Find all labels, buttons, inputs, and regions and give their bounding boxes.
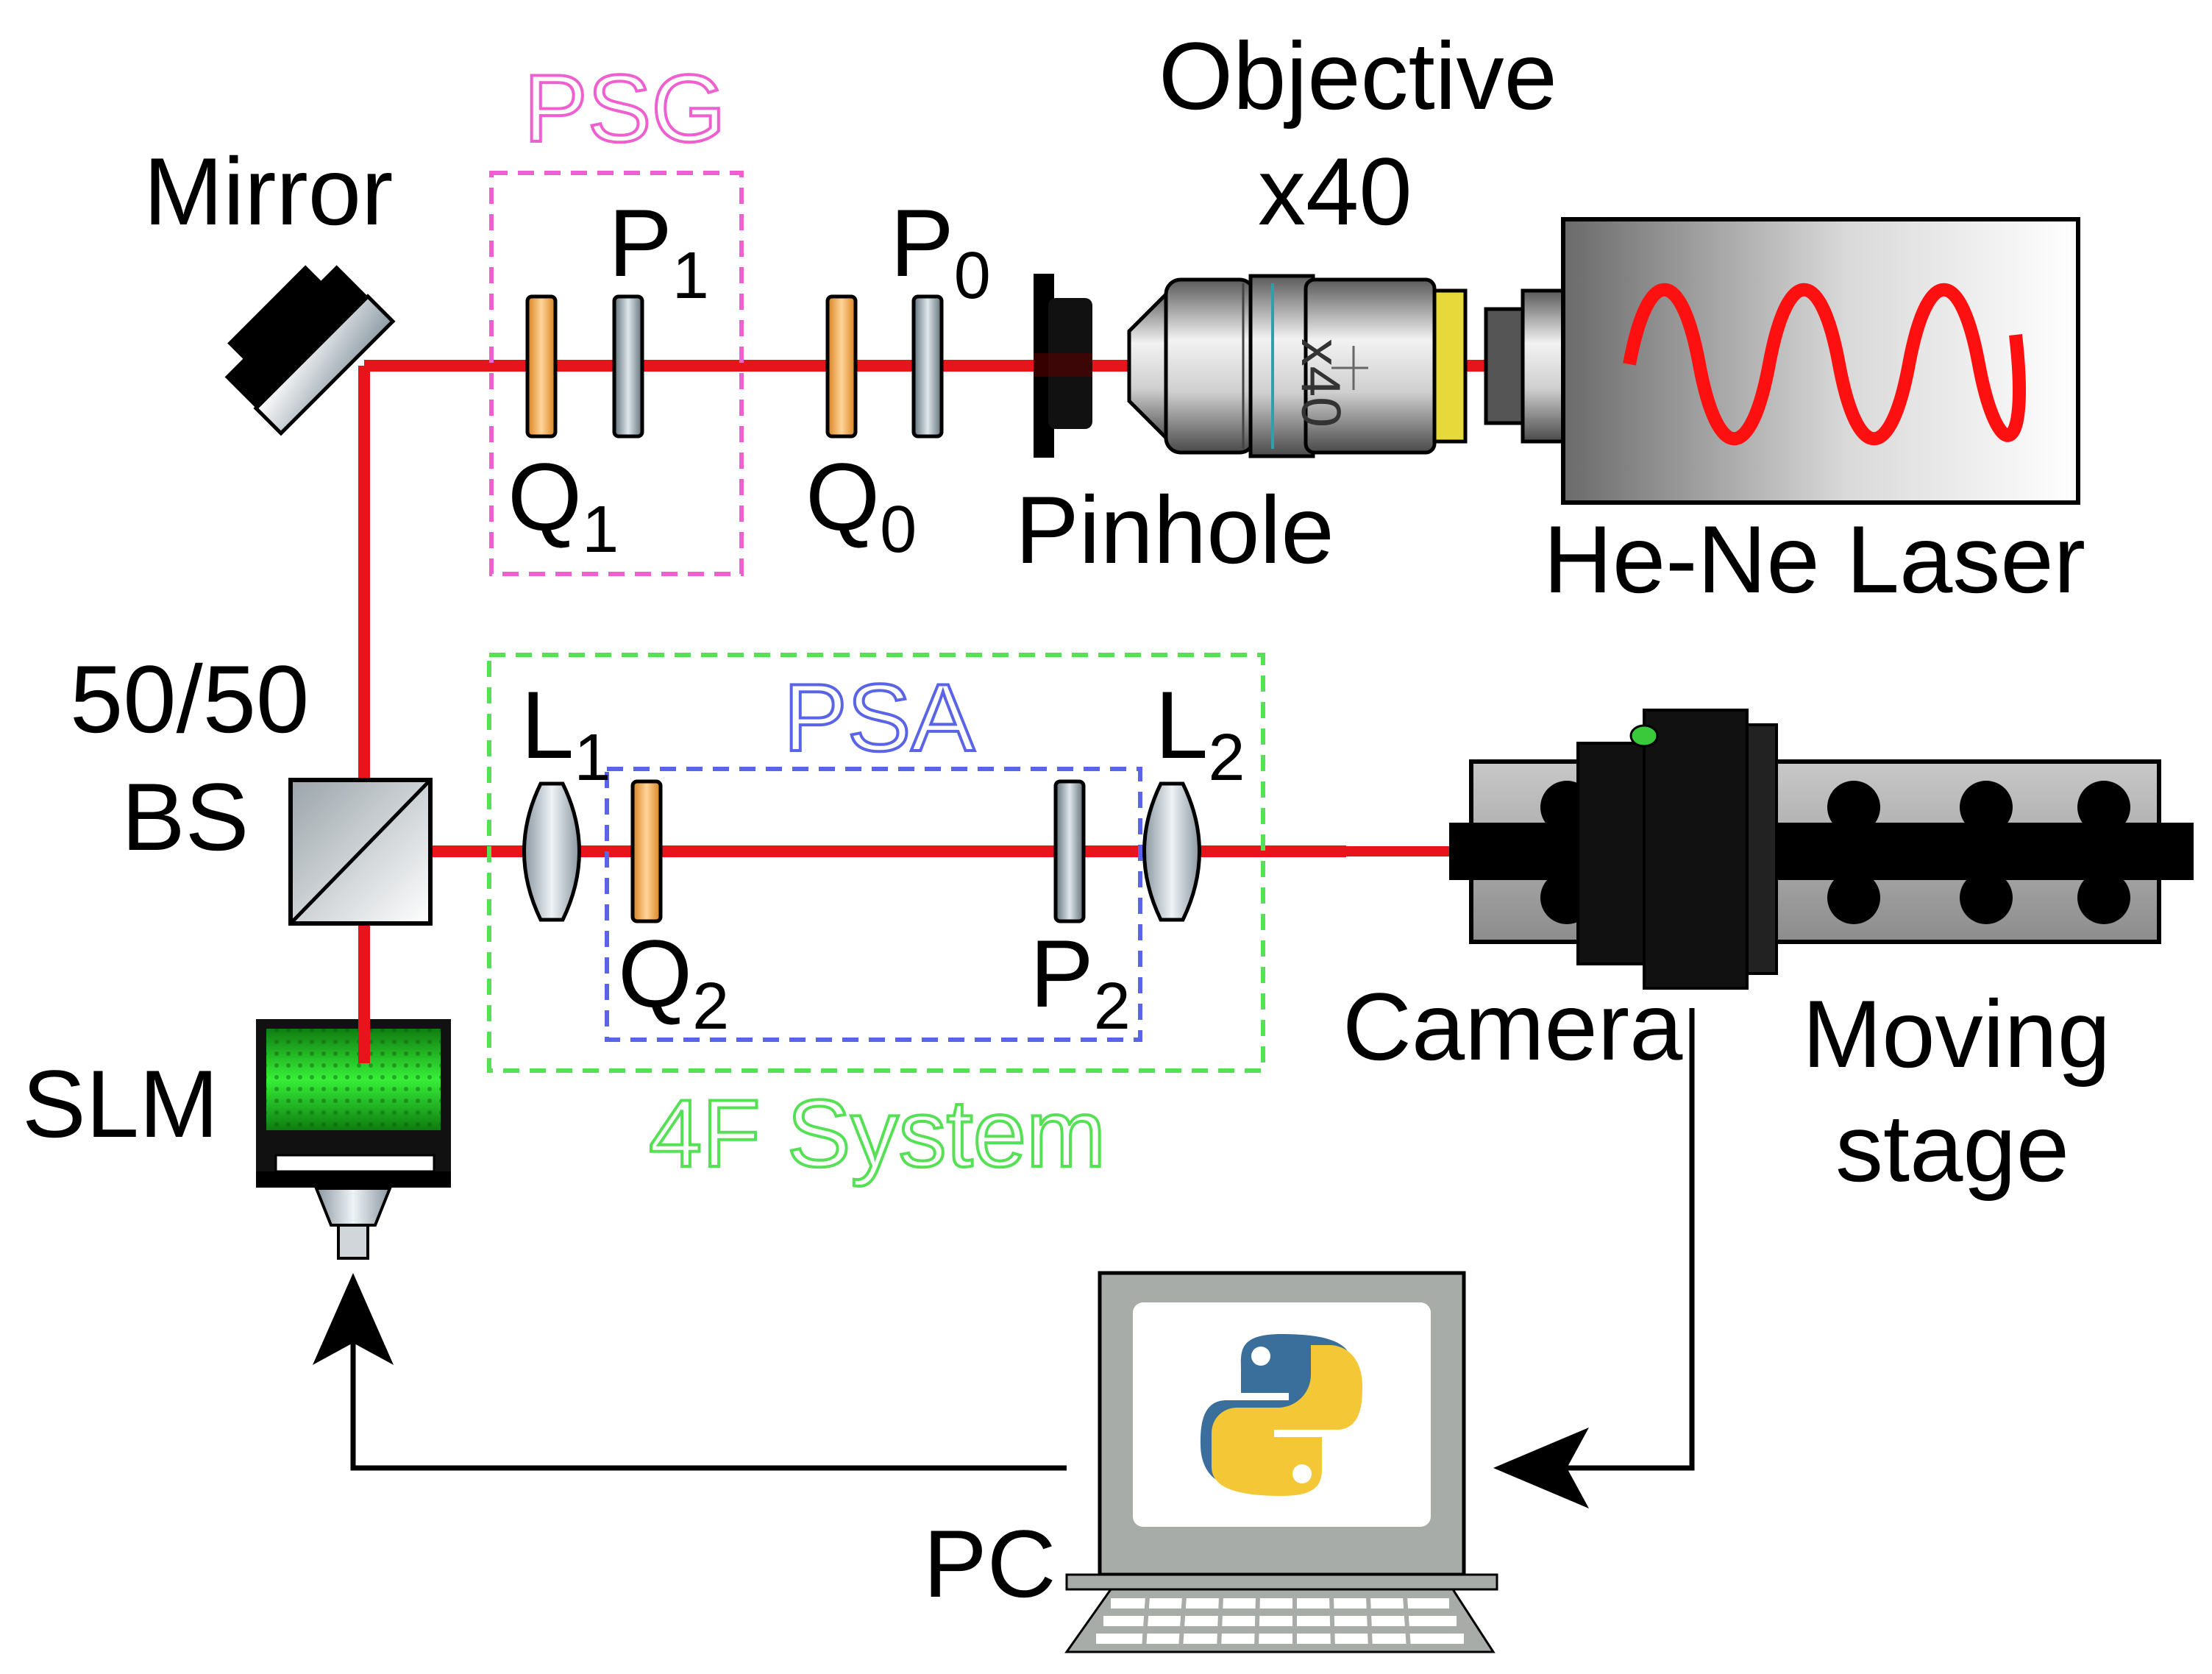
camera-icon bbox=[1576, 709, 1778, 990]
moving-stage-icon bbox=[1449, 759, 2194, 944]
moving-stage-label-line2: stage bbox=[1835, 1094, 2069, 1202]
l2-label: L2 bbox=[1155, 671, 1245, 795]
arrow-to-slm-icon bbox=[313, 1273, 394, 1365]
p2-label: P2 bbox=[1030, 920, 1131, 1043]
psg-label: PSG bbox=[524, 54, 726, 162]
mirror-icon bbox=[224, 265, 396, 436]
q0-label: Q0 bbox=[806, 443, 917, 567]
q1-waveplate-icon bbox=[525, 294, 558, 439]
mirror-label: Mirror bbox=[143, 138, 393, 245]
python-logo-icon bbox=[1201, 1334, 1362, 1496]
control-connections bbox=[350, 1008, 1695, 1471]
camera-status-led-icon bbox=[1629, 724, 1659, 748]
psa-label: PSA bbox=[783, 664, 975, 771]
q0-waveplate-icon bbox=[825, 294, 858, 439]
l1-lens-icon bbox=[522, 781, 581, 922]
bs-label-ratio: 50/50 bbox=[70, 645, 309, 753]
laser-wave-icon bbox=[1623, 283, 2026, 446]
p1-polarizer-icon bbox=[612, 294, 644, 439]
arrow-to-pc-icon bbox=[1493, 1427, 1589, 1508]
laser-label: He-Ne Laser bbox=[1543, 506, 2085, 613]
p0-label: P0 bbox=[890, 189, 991, 313]
q1-label: Q1 bbox=[508, 443, 619, 567]
psg-group-box bbox=[489, 171, 744, 576]
4f-system-group-box bbox=[487, 653, 1265, 1073]
camera-label: Camera bbox=[1343, 973, 1683, 1080]
slm-label: SLM bbox=[22, 1050, 218, 1157]
p2-polarizer-icon bbox=[1053, 779, 1086, 923]
pinhole-icon bbox=[1034, 274, 1092, 458]
slm-icon bbox=[256, 1019, 451, 1260]
q2-waveplate-icon bbox=[630, 779, 663, 923]
bs-label: BS bbox=[121, 763, 249, 870]
l1-label: L1 bbox=[521, 671, 611, 795]
pc-label: PC bbox=[923, 1510, 1056, 1617]
objective-lens-icon: x40 bbox=[1127, 274, 1468, 458]
q2-label: Q2 bbox=[618, 920, 729, 1043]
camera-to-pc-line bbox=[1545, 1008, 1695, 1471]
p0-polarizer-icon bbox=[911, 294, 944, 439]
objective-magnification-label: x40 bbox=[1258, 138, 1412, 245]
4f-system-label: 4F System bbox=[649, 1079, 1106, 1187]
psa-group-box bbox=[605, 767, 1142, 1042]
moving-stage-label-line1: Moving bbox=[1802, 980, 2110, 1088]
p1-label: P1 bbox=[608, 189, 709, 313]
pinhole-label: Pinhole bbox=[1015, 476, 1334, 584]
l2-lens-icon bbox=[1142, 781, 1201, 922]
he-ne-laser-icon bbox=[1484, 217, 2080, 505]
beam-splitter-icon bbox=[288, 778, 433, 926]
objective-engraving: x40 bbox=[1290, 338, 1352, 428]
objective-label: Objective bbox=[1159, 22, 1557, 130]
pc-to-slm-line bbox=[350, 1324, 1067, 1471]
